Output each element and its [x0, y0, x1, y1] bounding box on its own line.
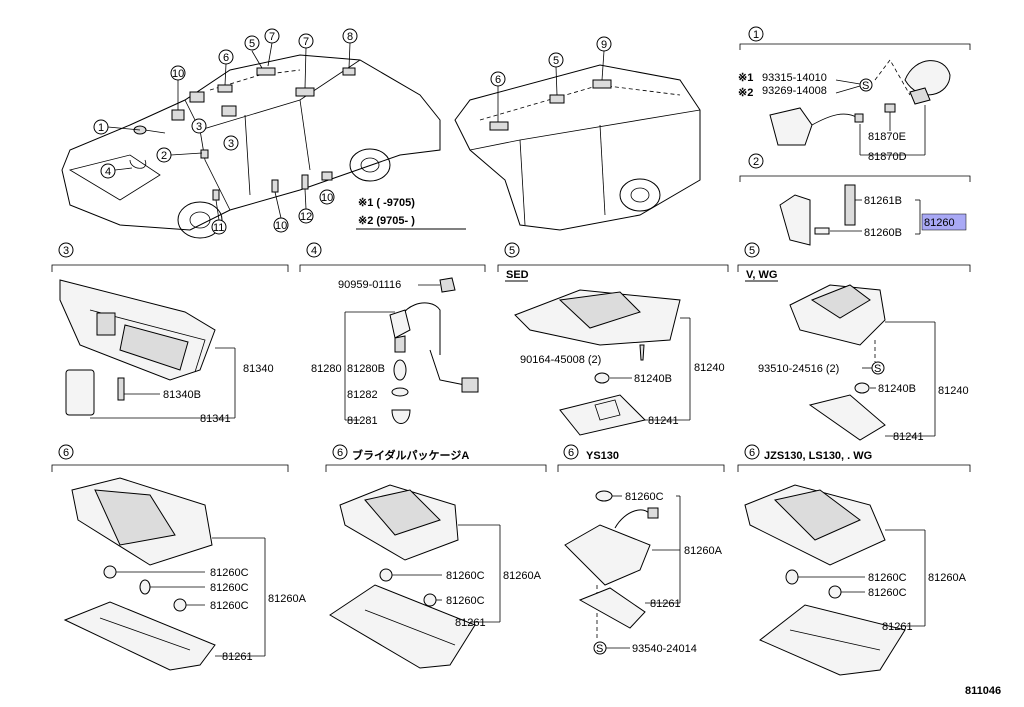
callout: 1 — [98, 122, 104, 134]
section-label: V, WG — [746, 269, 777, 281]
variant-note-1: ※1 ( -9705) — [358, 197, 415, 209]
callout: 6 — [223, 52, 229, 64]
part-number: 81240B — [634, 373, 672, 385]
part-number-highlighted: 81260 — [924, 217, 955, 229]
part-number: 81260C — [868, 587, 907, 599]
part-number: 81341 — [200, 413, 231, 425]
callout: 10 — [321, 192, 333, 204]
svg-text:5: 5 — [509, 245, 515, 257]
part-number: 90164-45008 (2) — [520, 354, 601, 366]
part-number: 81260C — [210, 567, 249, 579]
wagon-callouts: 5 6 9 — [490, 36, 612, 122]
section-6-jzs130: 6 JZS130, LS130, . WG 81260C 81260A 8126… — [737, 444, 971, 676]
part-number: 81280B — [347, 363, 385, 375]
part-number: 81281 — [347, 415, 378, 427]
callout: 2 — [161, 150, 167, 162]
callout: 11 — [213, 222, 224, 234]
callout: 7 — [303, 36, 309, 48]
part-number: 81260A — [684, 545, 723, 557]
svg-text:※2: ※2 — [738, 87, 753, 99]
section-5-wagon: 5 V, WG 93510-24516 (2) S 81240B 81240 8… — [737, 242, 971, 443]
svg-text:4: 4 — [311, 245, 317, 257]
callout: 9 — [601, 39, 607, 51]
part-number: 81261 — [650, 598, 681, 610]
svg-text:S: S — [874, 363, 881, 375]
part-number: 93510-24516 (2) — [758, 363, 839, 375]
svg-text:S: S — [596, 643, 603, 655]
sedan-callouts: 1 2 3 3 4 5 6 7 7 8 10 10 11 12 10 — [93, 28, 358, 235]
part-number: 93540-24014 — [632, 643, 697, 655]
part-number: 81261 — [455, 617, 486, 629]
section-1: 1 ※1 93315-14010 ※2 93269-14008 S 81870E… — [738, 26, 971, 163]
part-number: 81240 — [694, 362, 725, 374]
part-number: 81261B — [864, 195, 902, 207]
sedan-illustration — [61, 54, 441, 239]
svg-text:6: 6 — [568, 447, 574, 459]
part-number: 81241 — [893, 431, 924, 443]
callout: 5 — [249, 38, 255, 50]
part-number: 81260C — [446, 595, 485, 607]
diagram-id: 811046 — [965, 685, 1001, 697]
wagon-illustration — [454, 64, 701, 231]
section-label: SED — [506, 269, 529, 281]
callout: 10 — [172, 68, 184, 80]
section-6-bridal: 6 ブライダルパッケージA 81260C 81260A 81260C 81261 — [325, 444, 547, 669]
section-3: 3 81340 81340B 81341 — [51, 242, 289, 425]
part-number: 81241 — [648, 415, 679, 427]
part-number: 93269-14008 — [762, 85, 827, 97]
part-number: 81260C — [868, 572, 907, 584]
part-number: 90959-01116 — [338, 279, 401, 291]
part-number: 81260C — [625, 491, 664, 503]
part-number: 81261 — [222, 651, 253, 663]
callout: 4 — [105, 166, 111, 178]
callout: 10 — [275, 220, 287, 232]
part-number: 81260B — [864, 227, 902, 239]
part-number: 81260A — [503, 570, 542, 582]
part-number: 81260C — [210, 582, 249, 594]
section-label: ブライダルパッケージA — [352, 448, 469, 462]
part-number: 81261 — [882, 621, 913, 633]
part-number: 81870D — [868, 151, 907, 163]
svg-text:1: 1 — [753, 29, 759, 41]
callout: 5 — [553, 55, 559, 67]
part-number: 81870E — [868, 131, 906, 143]
svg-text:※1: ※1 — [738, 72, 753, 84]
part-number: 81240 — [938, 385, 969, 397]
section-6-ys130: 6 YS130 81260C 81260A 81261 S 93540-2401… — [557, 444, 725, 655]
highlight-box — [921, 213, 967, 231]
part-number: 81280 — [311, 363, 342, 375]
section-5-sed: 5 SED 90164-45008 (2) 81240B 81240 81241 — [497, 242, 729, 436]
section-6-base: 6 81260C 81260C 81260C 81260A 81261 — [51, 444, 307, 671]
part-number: 81240B — [878, 383, 916, 395]
part-number: 81282 — [347, 389, 378, 401]
section-4: 4 90959-01116 81280 81280B 81282 81281 — [299, 242, 486, 427]
callout: 6 — [495, 74, 501, 86]
part-number: 81340B — [163, 389, 201, 401]
svg-text:3: 3 — [63, 245, 69, 257]
callout: 12 — [300, 211, 312, 223]
svg-text:6: 6 — [337, 447, 343, 459]
callout: 7 — [269, 31, 275, 43]
part-number: 81340 — [243, 363, 274, 375]
section-label: JZS130, LS130, . WG — [764, 450, 872, 462]
part-number: 81260A — [268, 593, 307, 605]
part-number: 81260C — [210, 600, 249, 612]
svg-text:2: 2 — [753, 156, 759, 168]
svg-text:5: 5 — [749, 245, 755, 257]
svg-text:6: 6 — [63, 447, 69, 459]
section-2: 2 81261B 81260B 81260 — [739, 153, 971, 246]
callout: 8 — [347, 31, 353, 43]
svg-text:S: S — [862, 80, 869, 92]
part-number: 93315-14010 — [762, 72, 827, 84]
callout: 3 — [196, 121, 202, 133]
part-number: 81260C — [446, 570, 485, 582]
variant-note-2: ※2 (9705- ) — [358, 215, 415, 227]
part-number: 81260A — [928, 572, 967, 584]
svg-text:6: 6 — [749, 447, 755, 459]
callout: 3 — [228, 138, 234, 150]
section-label: YS130 — [586, 450, 619, 462]
